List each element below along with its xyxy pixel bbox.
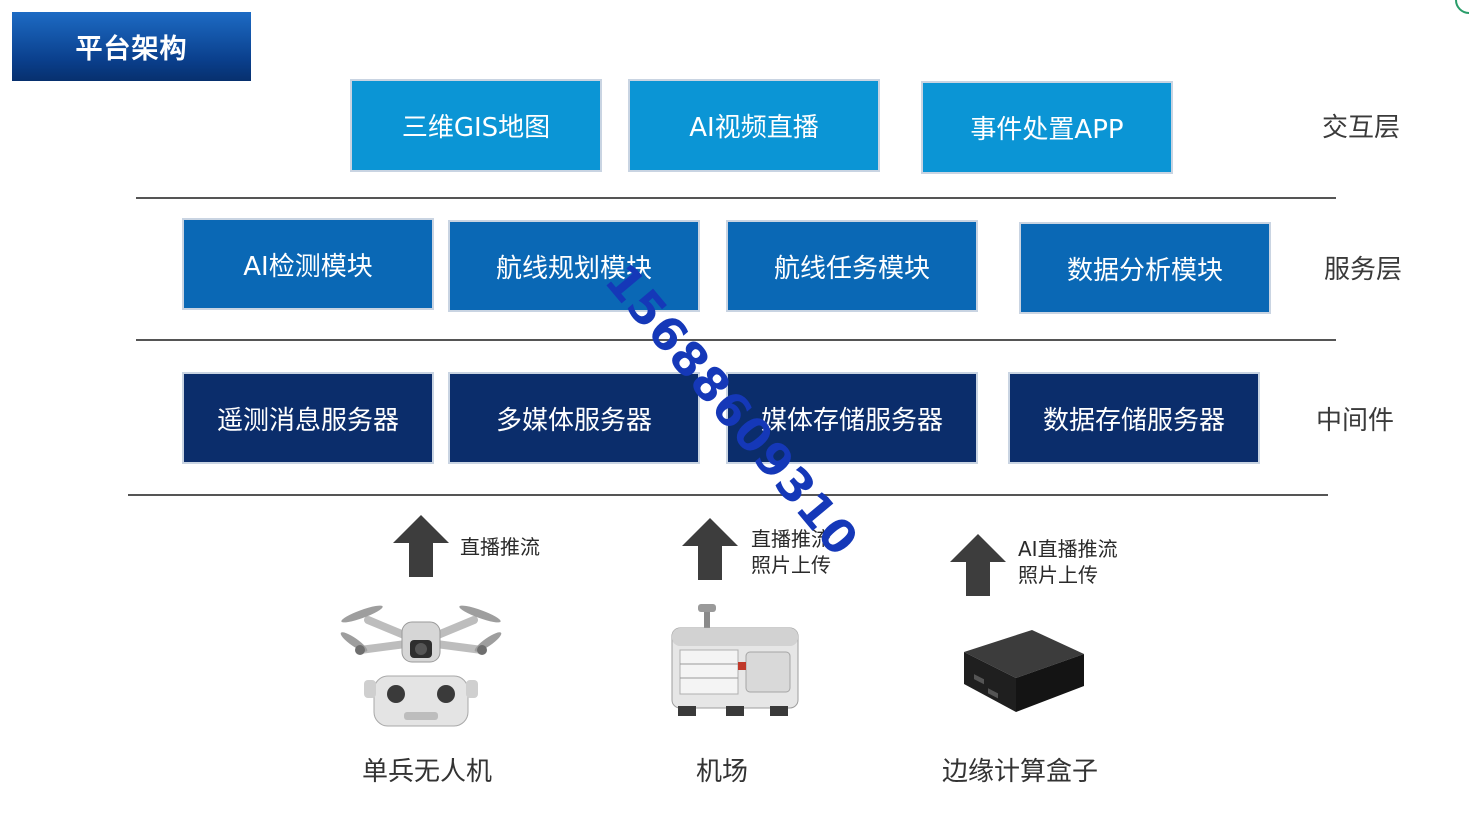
layer-divider (128, 494, 1328, 496)
module-route-task: 航线任务模块 (726, 220, 978, 312)
layer-label-service: 服务层 (1324, 255, 1403, 285)
up-arrow-icon (682, 518, 738, 580)
arrow-label: 照片上传 (1018, 563, 1098, 587)
module-event-app: 事件处置APP (921, 81, 1173, 174)
module-ai-detection: AI检测模块 (182, 218, 434, 310)
device-label-dock: 机场 (696, 757, 749, 787)
device-label-drone: 单兵无人机 (362, 757, 493, 787)
page-title: 平台架构 (12, 12, 251, 81)
module-multimedia-server: 多媒体服务器 (448, 372, 700, 464)
arrow-label: 直播推流 (751, 527, 831, 551)
drone-with-controller-icon (340, 605, 502, 727)
module-data-storage-server: 数据存储服务器 (1008, 372, 1260, 464)
layer-divider (136, 339, 1336, 341)
dock-station-icon (671, 604, 799, 716)
module-gis-map: 三维GIS地图 (350, 79, 602, 172)
module-media-storage-server: 媒体存储服务器 (726, 372, 978, 464)
layer-label-middleware: 中间件 (1316, 406, 1395, 436)
edge-computing-box-icon (964, 630, 1084, 712)
device-label-edge-box: 边缘计算盒子 (942, 757, 1099, 787)
up-arrow-icon (950, 534, 1006, 596)
arrow-label: 直播推流 (460, 535, 540, 559)
module-telemetry-server: 遥测消息服务器 (182, 372, 434, 464)
module-ai-video-live: AI视频直播 (628, 79, 880, 172)
layer-label-interaction: 交互层 (1322, 113, 1401, 143)
arrow-label: AI直播推流 (1018, 537, 1118, 561)
layer-divider (136, 197, 1336, 199)
arrow-label: 照片上传 (751, 553, 831, 577)
corner-logo-icon (1455, 0, 1469, 14)
module-route-planning: 航线规划模块 (448, 220, 700, 312)
up-arrow-icon (393, 515, 449, 577)
module-data-analysis: 数据分析模块 (1019, 222, 1271, 314)
